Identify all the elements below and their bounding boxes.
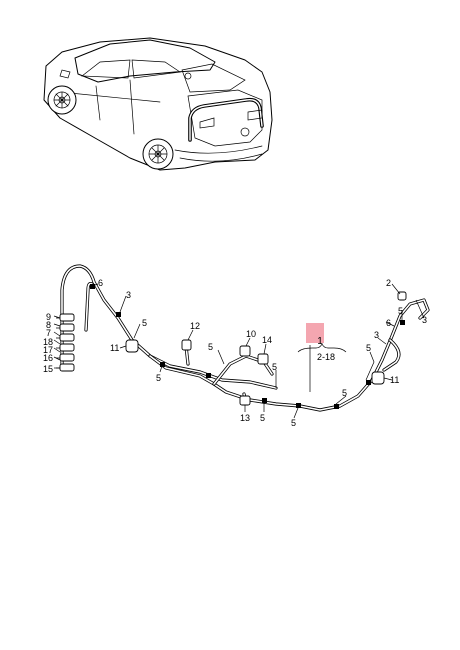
callout-5-g: 5 — [342, 388, 347, 398]
callout-11-left: 11 — [110, 343, 119, 353]
callout-14: 14 — [262, 335, 272, 345]
callout-2: 2 — [386, 278, 391, 288]
callout-9: 9 — [46, 312, 51, 322]
connector-10 — [239, 345, 251, 357]
callout-3-right: 3 — [422, 315, 427, 325]
connector-12 — [181, 339, 192, 351]
callout-11-right: 11 — [390, 375, 399, 385]
callout-18: 18 — [43, 337, 53, 347]
callout-13: 13 — [240, 413, 250, 423]
callout-5-right: 5 — [366, 343, 371, 353]
callout-8: 8 — [46, 320, 51, 330]
callout-3-mid-right: 3 — [374, 330, 379, 340]
callout-5-a: 5 — [142, 318, 147, 328]
callout-6-left: 6 — [98, 278, 103, 288]
car-illustration — [43, 37, 273, 171]
callout-7: 7 — [46, 328, 51, 338]
callout-15: 15 — [43, 364, 53, 374]
clip — [400, 320, 405, 325]
callout-5-b: 5 — [156, 373, 161, 383]
clip — [206, 373, 211, 378]
clip — [334, 404, 339, 409]
clip — [262, 398, 267, 403]
callout-10: 10 — [246, 329, 256, 339]
callout-3-left: 3 — [126, 290, 131, 300]
leader-lines — [53, 283, 425, 419]
connector-stack-left — [56, 313, 75, 372]
connector-11-left — [125, 339, 139, 353]
main-part-highlight — [306, 323, 324, 343]
callout-12: 12 — [190, 321, 200, 331]
clip — [160, 362, 165, 367]
callout-labels: 1 2-18 9 8 7 18 17 16 15 6 3 5 11 5 12 5… — [43, 278, 427, 428]
connector-13 — [239, 395, 251, 406]
callout-5-e: 5 — [260, 413, 265, 423]
callout-main-range: 2-18 — [317, 352, 335, 362]
callout-5-f: 5 — [291, 418, 296, 428]
callout-5-d: 5 — [272, 362, 277, 372]
connector-11-right — [371, 371, 385, 385]
clip — [90, 284, 95, 289]
callout-16: 16 — [43, 353, 53, 363]
callout-main-part: 1 — [317, 336, 323, 347]
callout-5-top-right: 5 — [398, 306, 403, 316]
callout-5-c: 5 — [208, 342, 213, 352]
wiring-harness — [56, 264, 430, 412]
callout-17: 17 — [43, 345, 53, 355]
callout-6-right: 6 — [386, 318, 391, 328]
clip — [296, 403, 301, 408]
connector-14 — [257, 353, 269, 365]
clip — [116, 312, 121, 317]
clip — [366, 380, 371, 385]
